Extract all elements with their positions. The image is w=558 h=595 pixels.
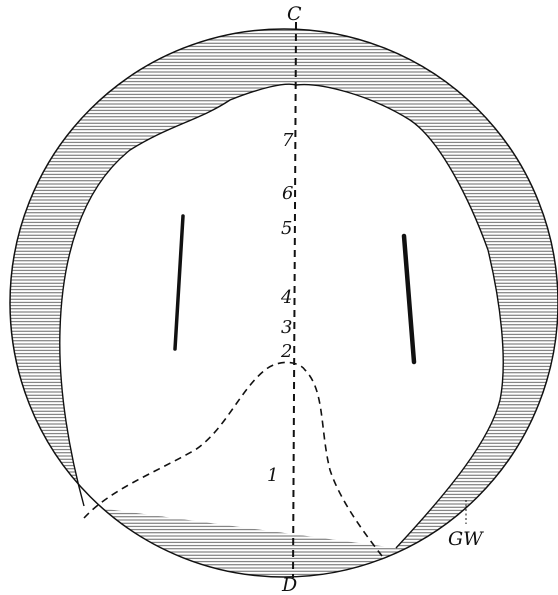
embryo-dashed-outline — [83, 361, 383, 557]
marker-5: 5 — [281, 218, 292, 239]
marker-2: 2 — [280, 341, 292, 362]
marker-4: 4 — [280, 287, 292, 308]
label-c: C — [287, 3, 302, 25]
left-rod-mark — [173, 214, 185, 351]
right-rod-mark — [401, 233, 417, 365]
inner-cavity-outline — [59, 83, 504, 549]
outer-circle — [9, 28, 558, 578]
marker-6: 6 — [282, 183, 293, 204]
marker-1: 1 — [267, 465, 278, 486]
axis-c-d-dashed-line — [292, 21, 297, 579]
label-d: D — [281, 574, 297, 595]
marker-7: 7 — [282, 130, 294, 151]
label-gw: GW — [448, 528, 484, 550]
marker-3: 3 — [281, 317, 292, 338]
